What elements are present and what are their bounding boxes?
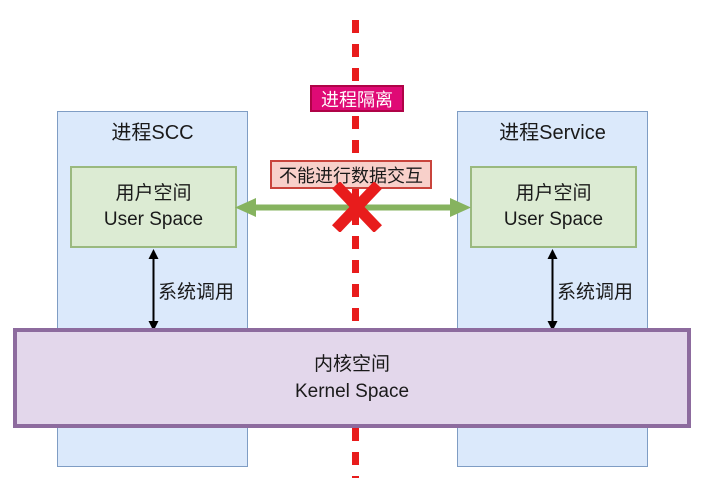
kernel-space-en: Kernel Space xyxy=(294,381,410,402)
no-data-exchange-label: 不能进行数据交互 xyxy=(270,160,432,189)
syscall-arrow-right-icon xyxy=(547,249,558,331)
blocked-cross-icon xyxy=(332,182,382,232)
process-isolation-label: 进程隔离 xyxy=(310,85,404,112)
isolation-dashed-line xyxy=(352,20,359,478)
user-space-left-cn: 用户空间 xyxy=(115,183,192,204)
kernel-space-box: 内核空间 Kernel Space xyxy=(13,328,691,428)
process-isolation-text: 进程隔离 xyxy=(321,89,393,110)
syscall-label-left: 系统调用 xyxy=(158,282,235,303)
process-scc-title: 进程SCC xyxy=(111,122,194,144)
kernel-space-cn: 内核空间 xyxy=(313,354,390,375)
user-space-right-en: User Space xyxy=(503,209,604,230)
syscall-arrow-left-icon xyxy=(148,249,159,331)
no-data-exchange-text: 不能进行数据交互 xyxy=(279,165,423,186)
process-service-title: 进程Service xyxy=(499,122,606,144)
user-space-left-en: User Space xyxy=(103,209,204,230)
user-space-box-right: 用户空间 User Space xyxy=(470,166,637,248)
syscall-label-right: 系统调用 xyxy=(557,282,634,303)
user-space-box-left: 用户空间 User Space xyxy=(70,166,237,248)
user-space-right-cn: 用户空间 xyxy=(515,183,592,204)
